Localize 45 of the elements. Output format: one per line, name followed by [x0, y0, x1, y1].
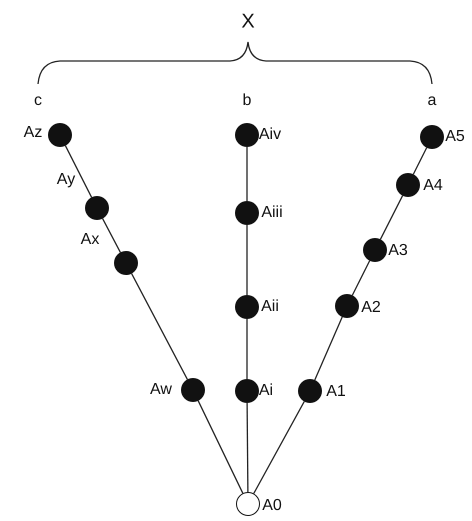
filled-dot [298, 379, 322, 403]
connector-line [253, 401, 305, 494]
branch-label: c [34, 92, 42, 110]
point-label: Ai [258, 382, 274, 400]
point-label: Aw [150, 381, 172, 399]
point-label: Ay [56, 171, 76, 189]
branch-label: a [428, 92, 436, 110]
point-label: Aii [261, 298, 279, 316]
point-label: Aiv [258, 126, 282, 144]
filled-dot [48, 123, 72, 147]
point-label: A1 [326, 383, 346, 401]
point-label: A4 [423, 177, 443, 195]
filled-dot [114, 251, 138, 275]
connector-line [64, 145, 92, 198]
branch-label: b [242, 92, 252, 110]
filled-dot [396, 173, 420, 197]
connector-line [246, 147, 248, 201]
connector-line [380, 195, 404, 240]
filled-dot [363, 238, 387, 262]
point-label: A2 [361, 299, 381, 317]
filled-dot [181, 378, 205, 402]
point-label: Aiii [261, 204, 283, 222]
point-label: A3 [388, 242, 408, 260]
connector-line [246, 319, 248, 379]
connector-line [412, 147, 428, 175]
connector-line [102, 218, 121, 253]
filled-dot [85, 196, 109, 220]
point-label: Az [24, 124, 42, 142]
connector-line [131, 273, 188, 380]
filled-dot [235, 123, 259, 147]
group-label: X [241, 10, 255, 34]
point-label: A0 [262, 497, 282, 515]
connector-line [352, 260, 370, 296]
connector-line [198, 400, 244, 494]
filled-dot [235, 379, 259, 403]
connector-line [246, 403, 249, 492]
filled-dot [335, 294, 359, 318]
connector-line [314, 316, 343, 380]
connector-line [246, 225, 248, 295]
point-label: A5 [445, 128, 465, 146]
filled-dot [235, 201, 259, 225]
point-label: Ax [80, 231, 100, 249]
filled-dot [235, 295, 259, 319]
open-circle [236, 492, 260, 516]
filled-dot [420, 125, 444, 149]
